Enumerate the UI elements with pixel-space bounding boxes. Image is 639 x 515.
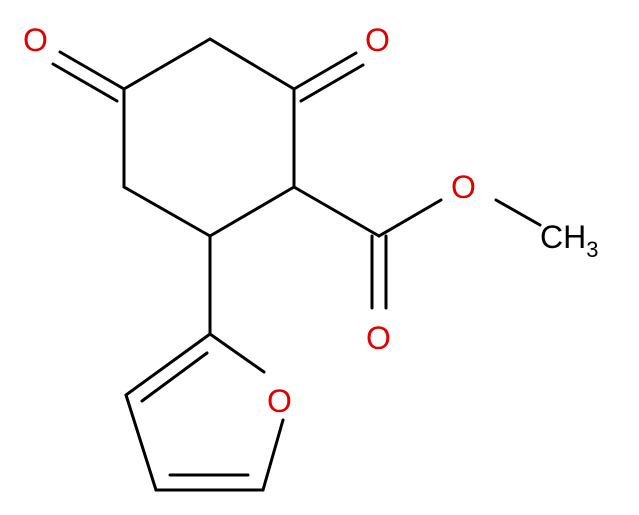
atom-methyl: CH3	[540, 219, 598, 262]
bond-c1-c2	[122, 37, 212, 91]
furan-ring: O	[124, 234, 292, 492]
ketone-right: O	[292, 22, 390, 103]
bond-c4-c5	[208, 185, 296, 238]
atom-o-ester-double: O	[366, 320, 391, 356]
bond-furan-c3-c2	[124, 332, 212, 397]
ester-group: O CH3 O	[292, 169, 598, 356]
double-bond-left-b	[51, 62, 119, 103]
cyclohexane-ring	[122, 37, 296, 238]
double-bond-right-a	[292, 51, 358, 91]
bond-furan-o-c5	[261, 418, 285, 492]
atom-o-ketone-right: O	[365, 22, 390, 58]
ketone-left: O	[23, 22, 126, 103]
double-bond-left-a	[58, 50, 126, 91]
atom-o-furan: O	[267, 383, 292, 419]
bond-furan-c2-o	[208, 332, 266, 374]
bond-furan-c3-c2-inner	[140, 351, 209, 403]
bond-c2-c3	[208, 37, 296, 91]
atom-o-ketone-left: O	[23, 22, 48, 58]
atom-o-ester-single: O	[451, 169, 476, 205]
bond-c4-ester-c	[292, 185, 381, 238]
bond-o-methyl	[494, 198, 542, 227]
double-bond-right-b	[299, 63, 365, 103]
bond-c5-c6	[122, 185, 212, 238]
bond-ester-c-o-single	[377, 198, 443, 238]
bond-furan-c4-c3	[124, 393, 158, 492]
